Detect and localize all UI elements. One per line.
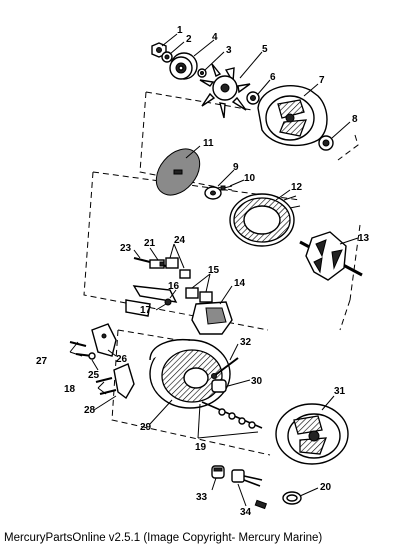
part-15-bracket	[185, 287, 213, 303]
part-25-washer	[88, 352, 96, 360]
callout-25: 25	[88, 370, 100, 381]
part-7-front-housing	[257, 85, 328, 147]
part-30-bearing	[211, 379, 227, 393]
part-20-o-ring	[282, 491, 302, 505]
callout-23: 23	[120, 243, 132, 254]
part-21-terminal	[133, 257, 167, 269]
part-4-pulley	[169, 52, 198, 80]
callout-6: 6	[270, 72, 276, 83]
part-10-screw	[220, 185, 233, 191]
callout-26: 26	[116, 354, 128, 365]
callout-17: 17	[140, 305, 152, 316]
part-5-fan	[199, 63, 251, 119]
callout-11: 11	[203, 138, 214, 149]
callout-15: 15	[208, 265, 220, 276]
callout-19: 19	[195, 442, 207, 453]
callout-9: 9	[233, 162, 239, 173]
part-2-washer	[161, 51, 173, 63]
part-34-connector	[231, 469, 268, 510]
part-27-screws	[69, 341, 93, 357]
part-32-bolt	[211, 357, 239, 379]
callout-27: 27	[36, 356, 48, 367]
callout-32: 32	[240, 337, 252, 348]
part-33-plug	[211, 465, 225, 479]
callout-18: 18	[64, 384, 76, 395]
callout-7: 7	[319, 75, 325, 86]
part-14-regulator	[191, 301, 233, 335]
callout-13: 13	[358, 233, 370, 244]
callout-5: 5	[262, 44, 268, 55]
callout-labels: 1 2 3 4 5 6 7 8 9 10 11 12 13 14 15 16 1…	[36, 25, 370, 518]
part-24-connector	[165, 257, 191, 279]
part-28-bracket	[113, 363, 135, 400]
part-26-bracket	[91, 323, 117, 357]
copyright-footer: MercuryPartsOnline v2.5.1 (Image Copyrig…	[4, 532, 323, 544]
callout-28: 28	[84, 405, 96, 416]
callout-8: 8	[352, 114, 358, 125]
part-13-rotor	[299, 231, 363, 281]
part-16-bridge	[125, 285, 178, 317]
part-17-screw	[164, 298, 172, 306]
part-8-bearing	[318, 135, 334, 151]
callout-20: 20	[320, 482, 332, 493]
part-3-spacer	[197, 68, 207, 78]
callout-21: 21	[144, 238, 156, 249]
callout-14: 14	[234, 278, 246, 289]
part-12-stator	[229, 193, 301, 247]
part-11-plate	[155, 148, 201, 196]
part-6-collar	[246, 91, 260, 105]
callout-24: 24	[174, 235, 186, 246]
callout-34: 34	[240, 507, 252, 518]
part-29-slip-ring-frame	[149, 338, 231, 409]
callout-10: 10	[244, 173, 256, 184]
callout-1: 1	[177, 25, 183, 36]
callout-12: 12	[291, 182, 303, 193]
callout-29: 29	[140, 422, 152, 433]
part-18-screws	[95, 377, 117, 395]
callout-leaders	[69, 33, 359, 507]
callout-4: 4	[212, 32, 218, 43]
exploded-parts-diagram: 1 2 3 4 5 6 7 8 9 10 11 12 13 14 15 16 1…	[36, 25, 370, 518]
callout-33: 33	[196, 492, 208, 503]
part-1-nut	[151, 42, 167, 58]
part-19-terminal-kit	[201, 401, 263, 429]
callout-30: 30	[251, 376, 263, 387]
part-9-retainer	[204, 186, 222, 200]
callout-3: 3	[226, 45, 232, 56]
callout-31: 31	[334, 386, 346, 397]
callout-2: 2	[186, 34, 192, 45]
callout-16: 16	[168, 281, 180, 292]
part-31-end-frame	[275, 403, 349, 465]
